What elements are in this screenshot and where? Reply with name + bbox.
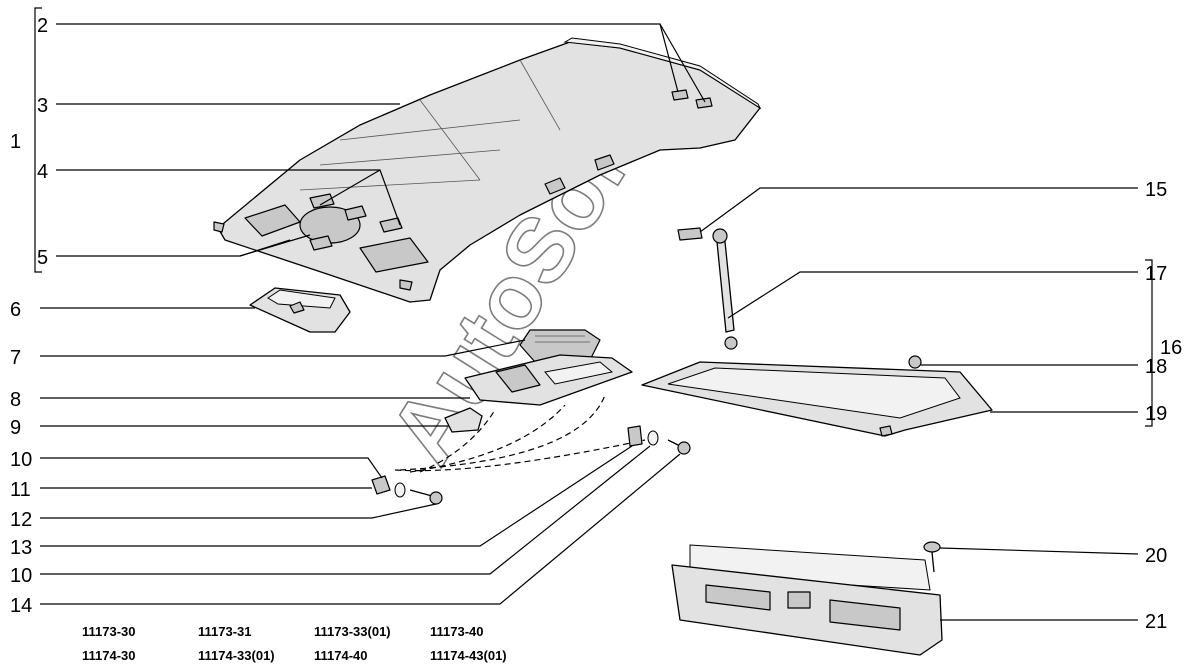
rear-shelf [641,361,993,437]
callout-1: 1 [10,131,21,153]
callout-19: 19 [1145,403,1167,425]
model-code-r1c2: 11173-31 [198,624,252,639]
plug [444,407,483,433]
model-code-r1c1: 11173-30 [82,624,136,639]
callout-5: 5 [37,247,48,269]
fastener-set-right [627,425,691,455]
clip [908,355,922,369]
callout-2: 2 [37,15,48,37]
callout-11: 11 [10,479,31,501]
model-code-r2c1: 11174-30 [82,648,136,663]
callout-16: 16 [1160,337,1182,359]
mounting-paths [394,394,646,473]
luggage-trim [671,544,943,656]
callout-3: 3 [37,95,48,117]
fastener-set-left [371,475,443,505]
callout-10-upper: 10 [10,449,32,471]
callout-7: 7 [10,347,21,369]
dome-lamp [249,287,351,333]
callout-18: 18 [1145,356,1167,378]
callout-15: 15 [1145,179,1167,201]
callout-21: 21 [1145,611,1167,633]
callout-8: 8 [10,389,21,411]
model-code-r2c4: 11174-43(01) [430,648,507,663]
model-code-r1c3: 11173-33(01) [314,624,391,639]
model-code-r1c4: 11173-40 [430,624,484,639]
callout-20: 20 [1145,545,1167,567]
screw [923,541,941,573]
callout-9: 9 [10,417,21,439]
model-code-r2c2: 11174-33(01) [198,648,275,663]
roof-console [464,354,633,406]
headliner [213,37,762,303]
shelf-strap [677,227,738,350]
callout-10-lower: 10 [10,565,32,587]
callout-12: 12 [10,509,32,531]
leader-lines [34,7,1153,621]
callout-13: 13 [10,537,32,559]
callout-14: 14 [10,595,32,617]
callout-6: 6 [10,299,21,321]
callout-4: 4 [37,161,48,183]
model-code-r2c3: 11174-40 [314,648,368,663]
callout-17: 17 [1145,263,1167,285]
